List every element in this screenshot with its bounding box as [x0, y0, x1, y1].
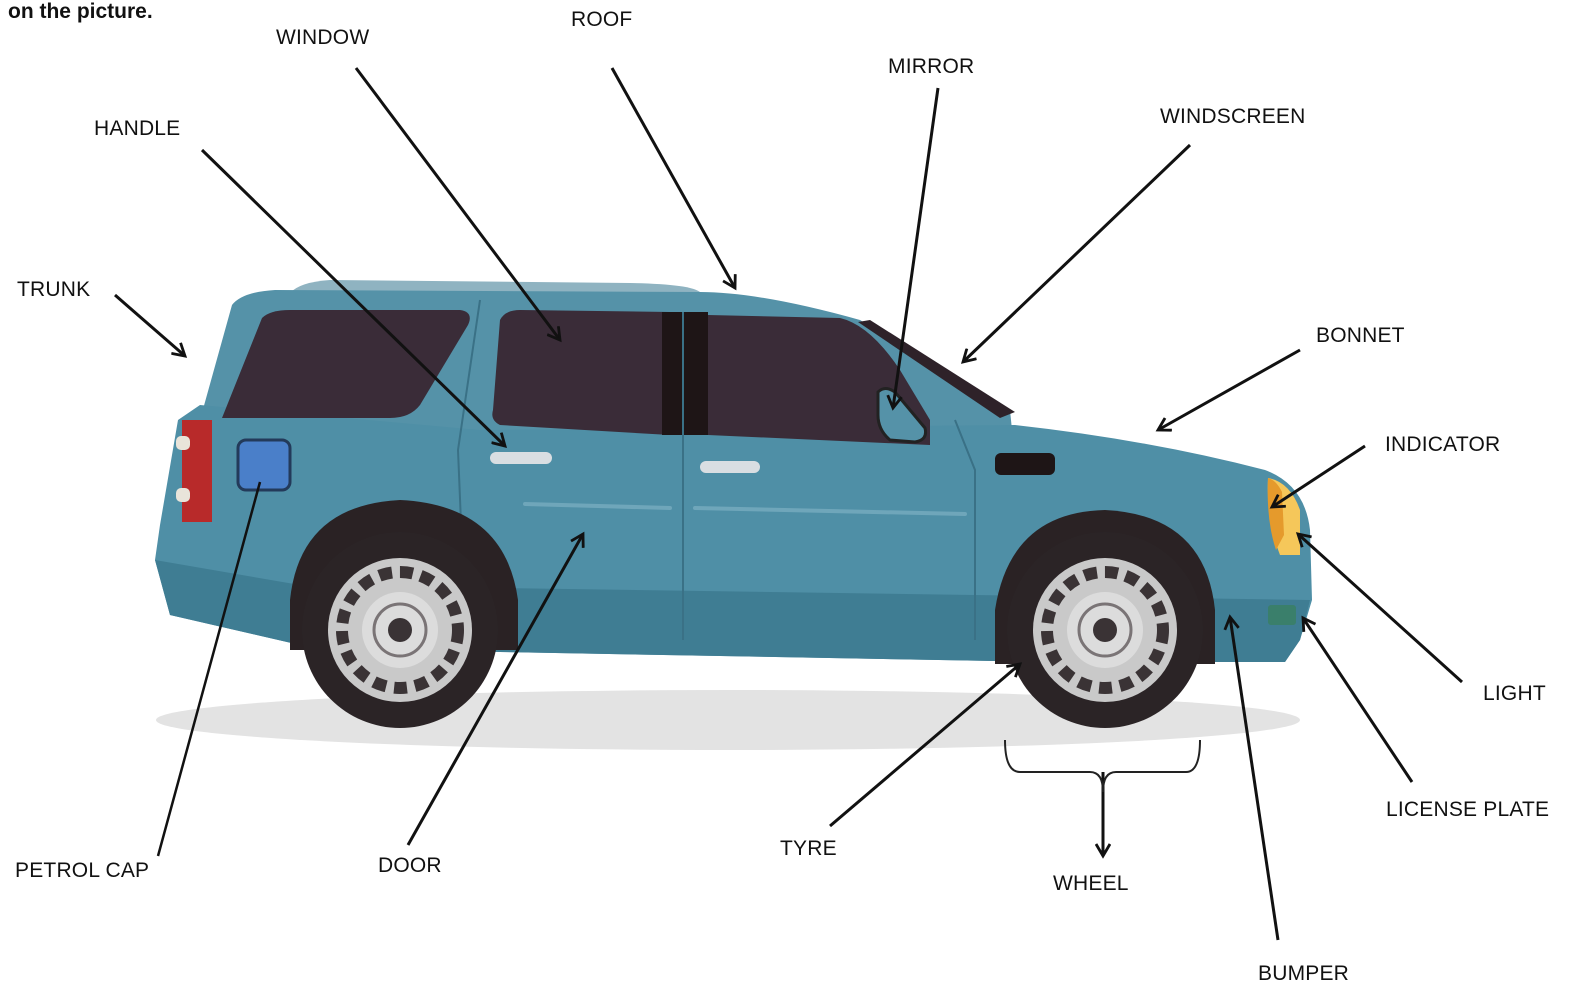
- arrow-light: [1298, 534, 1462, 682]
- label-window: WINDOW: [276, 26, 369, 50]
- label-roof: ROOF: [571, 8, 632, 32]
- arrow-license-plate: [1303, 618, 1412, 782]
- front-grille-mark: [1268, 605, 1296, 625]
- arrow-windscreen: [963, 145, 1190, 362]
- label-petrol-cap: PETROL CAP: [15, 859, 149, 883]
- door-handle-rear: [490, 452, 552, 464]
- label-indicator: INDICATOR: [1385, 433, 1500, 457]
- label-light: LIGHT: [1483, 682, 1546, 706]
- tail-light: [182, 420, 212, 522]
- arrow-roof: [612, 68, 735, 288]
- arrow-bumper: [1230, 617, 1278, 940]
- door-handle-front: [700, 461, 760, 473]
- heading-text: on the picture.: [8, 0, 153, 24]
- wheel-bracket: [1005, 740, 1200, 792]
- label-tyre: TYRE: [780, 837, 837, 861]
- label-bonnet: BONNET: [1316, 324, 1405, 348]
- label-bumper: BUMPER: [1258, 962, 1349, 986]
- label-wheel: WHEEL: [1053, 872, 1129, 896]
- label-trunk: TRUNK: [17, 278, 90, 302]
- arrow-indicator: [1272, 446, 1365, 507]
- label-license-plate: LICENSE PLATE: [1386, 798, 1549, 822]
- rear-wheel: [302, 532, 498, 728]
- label-door: DOOR: [378, 854, 442, 878]
- front-wheel: [1007, 532, 1203, 728]
- label-handle: HANDLE: [94, 117, 180, 141]
- b-pillar: [662, 312, 708, 435]
- arrow-trunk: [115, 295, 185, 356]
- bonnet-vent: [995, 453, 1055, 475]
- side-window-glass: [492, 310, 670, 435]
- label-windscreen: WINDSCREEN: [1160, 105, 1306, 129]
- label-mirror: MIRROR: [888, 55, 974, 79]
- arrow-bonnet: [1158, 350, 1300, 430]
- petrol-cap-shape: [238, 440, 290, 490]
